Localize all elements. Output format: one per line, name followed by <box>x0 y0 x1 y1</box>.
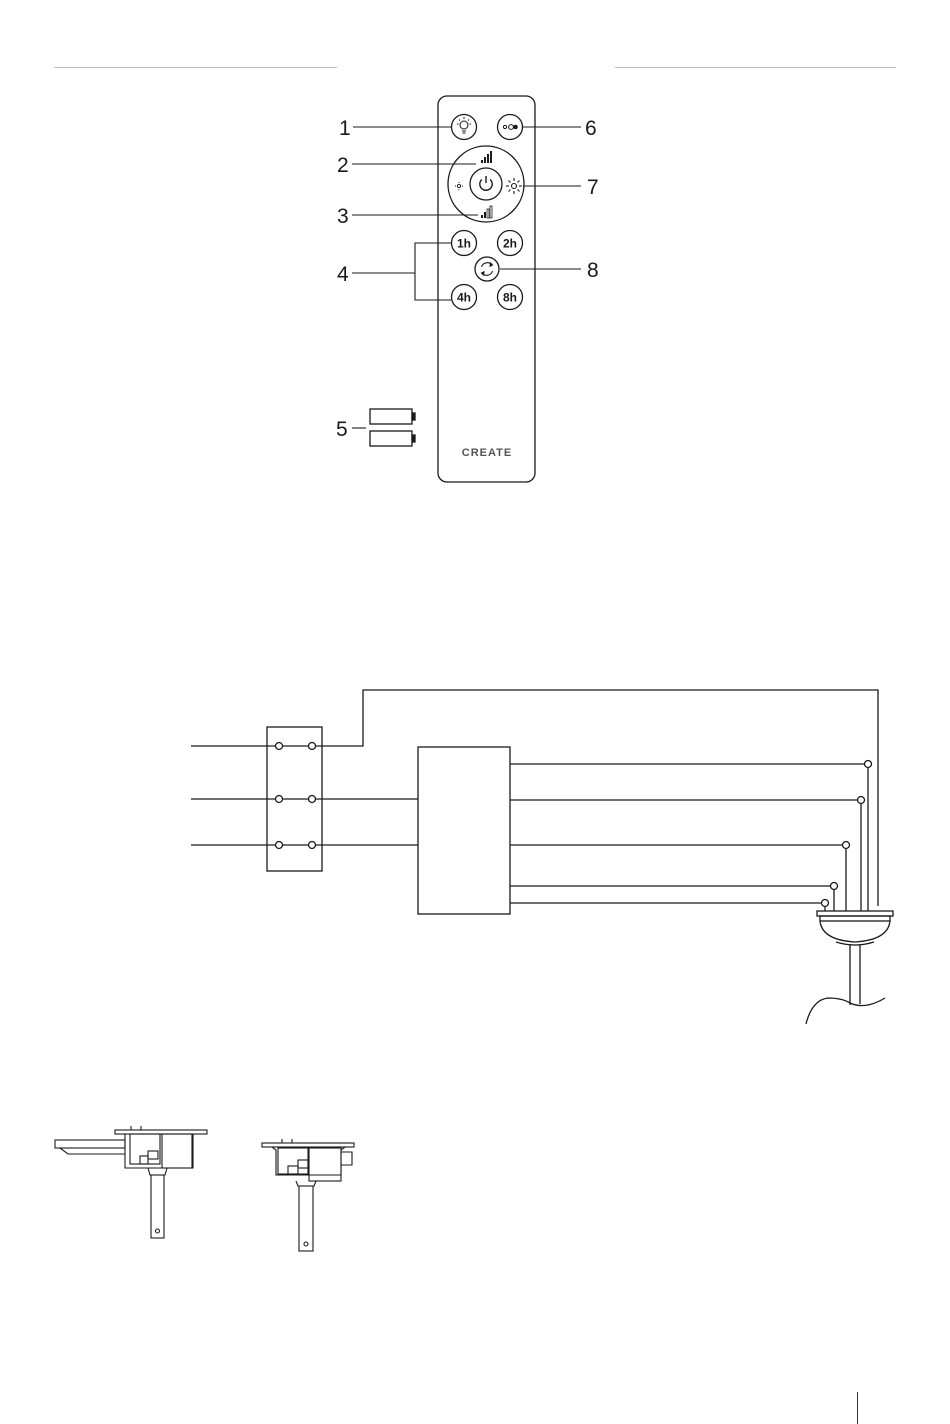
callout-6: 6 <box>585 117 597 140</box>
light-bulb-icon <box>457 117 471 133</box>
timer-button-1h[interactable]: 1h <box>452 231 477 256</box>
remote-body <box>438 96 535 482</box>
callout-5: 5 <box>336 418 348 441</box>
mounting-bracket-1 <box>55 1126 207 1238</box>
speed-dial <box>448 146 524 222</box>
timer-label-8h: 8h <box>503 291 517 305</box>
brand-logo: CREATE <box>462 447 512 459</box>
reverse-arrows-icon <box>482 263 493 276</box>
power-icon <box>480 176 492 190</box>
timer-button-4h[interactable]: 4h <box>452 285 477 310</box>
mode-button[interactable] <box>498 115 523 140</box>
callout-3: 3 <box>337 205 349 228</box>
wiring-diagram <box>191 690 893 1024</box>
timer-label-1h: 1h <box>457 237 471 251</box>
receiver-box <box>418 747 510 914</box>
remote-control: 1h 2h 4h 8h CREATE <box>438 96 535 482</box>
timer-label-2h: 2h <box>503 237 517 251</box>
timer-button-2h[interactable]: 2h <box>498 231 523 256</box>
terminal-block <box>267 727 322 871</box>
callout-1: 1 <box>339 117 351 140</box>
mounting-bracket-2 <box>262 1139 354 1251</box>
batteries <box>370 409 415 446</box>
timer-label-4h: 4h <box>457 291 471 305</box>
callout-7: 7 <box>587 176 599 199</box>
callout-2: 2 <box>337 154 349 177</box>
mode-toggle-icon <box>503 125 517 130</box>
reverse-button[interactable] <box>475 257 499 281</box>
power-button[interactable] <box>470 168 502 200</box>
speed-up-button[interactable] <box>481 151 492 163</box>
callout-numbers: 1 2 3 4 5 6 7 8 <box>336 117 599 441</box>
light-button[interactable] <box>452 115 477 140</box>
signal-bars-down-icon <box>481 206 492 218</box>
timer-button-8h[interactable]: 8h <box>498 285 523 310</box>
callout-lines <box>352 127 581 428</box>
dim-button[interactable] <box>455 182 463 190</box>
bright-button[interactable] <box>506 178 522 194</box>
speed-down-button[interactable] <box>481 206 492 218</box>
bright-sun-icon <box>506 178 522 194</box>
battery-icon <box>370 431 415 446</box>
signal-bars-up-icon <box>481 151 492 163</box>
battery-icon <box>370 409 415 424</box>
callout-4: 4 <box>337 263 349 286</box>
dim-sun-icon <box>455 182 463 190</box>
callout-8: 8 <box>587 259 599 282</box>
fan-canopy <box>806 911 893 1024</box>
page-edge-mark <box>857 1392 858 1424</box>
